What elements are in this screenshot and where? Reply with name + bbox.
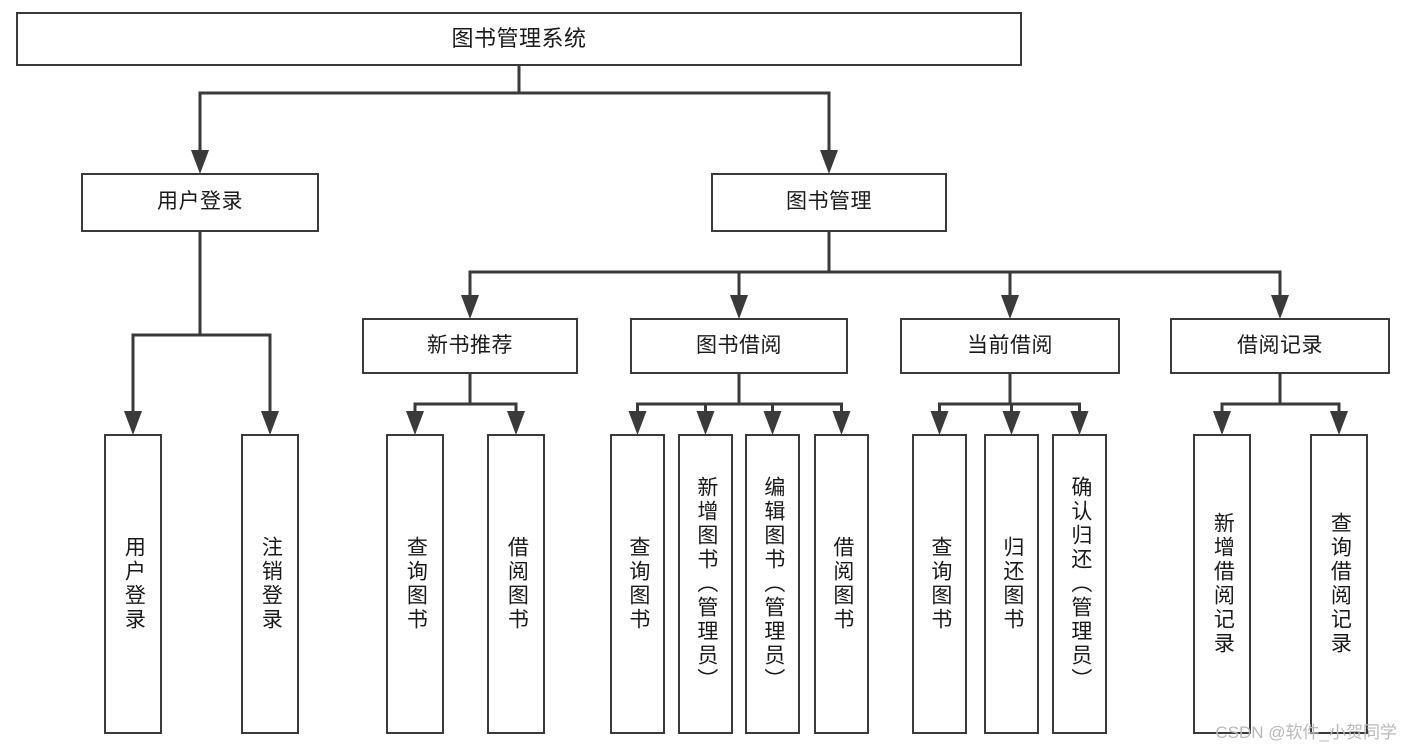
arrowhead-icon [763, 411, 782, 435]
arrowhead-icon [191, 150, 209, 174]
arrowhead-icon [124, 411, 142, 435]
node-leaf-rec-2[interactable]: 查询借阅记录 [1310, 434, 1368, 734]
node-leaf-cur-2[interactable]: 归还图书 [984, 434, 1039, 734]
node-label: 图书管理 [786, 190, 872, 214]
node-label: 归还图书 [1000, 536, 1024, 632]
arrowhead-icon [820, 150, 838, 174]
node-leaf-login-1[interactable]: 用户登录 [104, 434, 162, 734]
node-bookmgmt[interactable]: 图书管理 [711, 173, 947, 232]
node-leaf-bor-3[interactable]: 编辑图书（管理员） [745, 434, 800, 734]
node-label: 新增图书（管理员） [694, 476, 718, 692]
node-label: 查询图书 [928, 536, 952, 632]
node-label: 用户登录 [122, 536, 146, 632]
node-borrow[interactable]: 图书借阅 [630, 318, 848, 374]
node-leaf-bor-1[interactable]: 查询图书 [610, 434, 665, 734]
node-current[interactable]: 当前借阅 [900, 318, 1120, 374]
node-label: 借阅图书 [505, 536, 529, 632]
node-label: 借阅记录 [1237, 333, 1323, 357]
arrowhead-icon [1330, 411, 1348, 435]
arrowhead-icon [261, 411, 279, 435]
node-label: 注销登录 [259, 536, 283, 632]
node-leaf-login-2[interactable]: 注销登录 [241, 434, 299, 734]
edge-group [131, 64, 1341, 414]
arrowhead-icon [930, 411, 949, 435]
node-label: 借阅图书 [830, 536, 854, 632]
arrowhead-icon [1001, 295, 1019, 319]
node-label: 图书借阅 [696, 333, 782, 357]
arrowhead-icon [461, 295, 479, 319]
node-leaf-bor-4[interactable]: 借阅图书 [814, 434, 869, 734]
node-label: 查询借阅记录 [1328, 512, 1352, 656]
node-label: 新增借阅记录 [1211, 512, 1235, 656]
arrowhead-group [124, 150, 1348, 435]
node-leaf-new-1[interactable]: 查询图书 [386, 434, 444, 734]
node-leaf-new-2[interactable]: 借阅图书 [487, 434, 545, 734]
node-leaf-bor-2[interactable]: 新增图书（管理员） [678, 434, 733, 734]
node-root[interactable]: 图书管理系统 [16, 12, 1022, 66]
arrowhead-icon [1070, 411, 1089, 435]
arrowhead-icon [406, 411, 424, 435]
node-label: 查询图书 [626, 536, 650, 632]
node-login[interactable]: 用户登录 [81, 173, 319, 232]
node-label: 用户登录 [157, 190, 243, 214]
node-newbook[interactable]: 新书推荐 [362, 318, 578, 374]
arrowhead-icon [832, 411, 851, 435]
arrowhead-icon [628, 411, 647, 435]
arrowhead-icon [730, 295, 748, 319]
node-label: 当前借阅 [967, 333, 1053, 357]
arrowhead-icon [696, 411, 715, 435]
node-leaf-cur-1[interactable]: 查询图书 [912, 434, 967, 734]
node-label: 确认归还（管理员） [1068, 476, 1092, 692]
node-label: 图书管理系统 [451, 26, 587, 52]
arrowhead-icon [1271, 295, 1289, 319]
arrowhead-icon [1213, 411, 1231, 435]
node-leaf-rec-1[interactable]: 新增借阅记录 [1193, 434, 1251, 734]
arrowhead-icon [1002, 411, 1021, 435]
arrowhead-icon [507, 411, 525, 435]
node-leaf-cur-3[interactable]: 确认归还（管理员） [1052, 434, 1107, 734]
node-label: 查询图书 [404, 536, 428, 632]
node-label: 新书推荐 [427, 333, 513, 357]
node-records[interactable]: 借阅记录 [1170, 318, 1390, 374]
node-label: 编辑图书（管理员） [761, 476, 785, 692]
